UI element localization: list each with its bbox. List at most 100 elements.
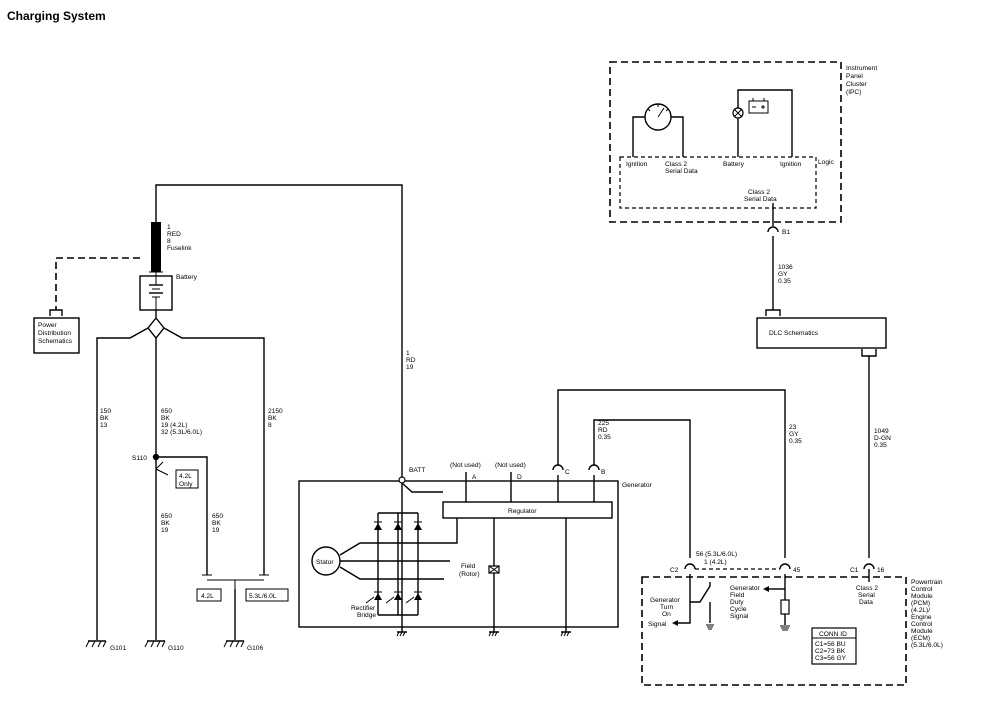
pcm-class2-3: Data <box>859 599 873 606</box>
pin-b-label: B <box>601 469 606 476</box>
option-42-box <box>196 588 222 602</box>
turn-on-label-2: Turn <box>660 604 674 611</box>
powertrain-control-module: Powertrain Control Module (PCM) (4.2L)/ … <box>641 563 943 686</box>
dlc-schematics-label: DLC Schematics <box>769 330 819 337</box>
ipc-battery-label: Battery <box>723 161 745 168</box>
pcm-connector-c2: C2 <box>670 567 679 574</box>
wire-650b-circuit: 650 <box>161 513 172 520</box>
wire-650c-color: BK <box>212 520 221 527</box>
wire-150-circuit: 150 <box>100 408 111 415</box>
ground-g106-label: G106 <box>247 645 263 652</box>
fuselink-size: 8 <box>167 238 171 245</box>
power-distribution-box <box>33 317 80 354</box>
wire-1049-color: D-GN <box>874 435 891 442</box>
wire-1049-circuit: 1049 <box>874 428 889 435</box>
batt-terminal-label: BATT <box>409 467 425 474</box>
battery-label: Battery <box>176 274 198 281</box>
generator-housing <box>298 480 619 628</box>
wire-650-size-42: 19 (4.2L) <box>161 422 187 429</box>
option-53-box <box>245 588 289 602</box>
regulator <box>442 501 613 519</box>
wire-150-size: 13 <box>100 422 108 429</box>
turn-on-label-1: Generator <box>650 597 680 604</box>
conn-id-c1: C1=56 BU <box>815 641 846 648</box>
wire-150-color: BK <box>100 415 109 422</box>
instrument-panel-cluster: Instrument Panel Cluster (IPC) Logic Ign… <box>609 61 877 236</box>
pin-d-label: D <box>517 474 522 481</box>
stator-label: Stator <box>316 559 334 566</box>
field-label-1: Field <box>461 563 476 570</box>
fuselink-color: RED <box>167 231 181 238</box>
wire-650-circuit: 650 <box>161 408 172 415</box>
wire-23-circuit: 23 <box>789 424 797 431</box>
ipc-name-1: Instrument <box>846 65 877 72</box>
pcm-class2-2: Serial <box>858 592 875 599</box>
wire-650-color: BK <box>161 415 170 422</box>
wire-1036-color: GY <box>778 271 788 278</box>
pcm-name-4: (PCM) <box>911 600 930 607</box>
conn-id-title: CONN ID <box>819 631 847 638</box>
pcm-name-5: (4.2L)/ <box>911 607 930 614</box>
ipc-connector-b1: B1 <box>782 229 790 236</box>
wire-650b-size: 19 <box>161 527 169 534</box>
splice-s110-label: S110 <box>132 455 147 462</box>
wire-1036-circuit: 1036 <box>778 264 793 271</box>
wire-650c-circuit: 650 <box>212 513 223 520</box>
generator-ground-icons <box>396 631 571 637</box>
pcm-connector-c1: C1 <box>850 567 859 574</box>
wire-23-size: 0.35 <box>789 438 802 445</box>
fuselink <box>151 222 161 272</box>
pcm-name-1: Powertrain <box>911 579 943 586</box>
wire-2150-color: BK <box>268 415 277 422</box>
option-53-label: 5.3L/6.0L <box>249 593 277 600</box>
ipc-logic-label: Logic <box>818 159 834 166</box>
fuselink-circuit: 1 <box>167 224 171 231</box>
ipc-class2-label-2: Serial Data <box>665 168 698 175</box>
ground-g101-label: G101 <box>110 645 126 652</box>
wire-56-circuit: 56 (5.3L/6.0L) <box>696 551 737 558</box>
pin-a-label: A <box>472 474 477 481</box>
ipc-ignition2-label: Ignition <box>780 161 802 168</box>
pcm-class2-1: Class 2 <box>856 585 878 592</box>
regulator-label: Regulator <box>508 508 537 515</box>
wire-main-circuit: 1 <box>406 350 410 357</box>
conn-id-c3: C3=56 GY <box>815 655 847 662</box>
ipc-name-4: (IPC) <box>846 89 861 96</box>
pcm-name-3: Module <box>911 593 933 600</box>
ipc-ignition-label: Ignition <box>626 161 648 168</box>
pcm-name: Powertrain Control Module (PCM) (4.2L)/ … <box>911 579 943 649</box>
ipc-bottom-class2-2: Serial Data <box>744 196 777 203</box>
field-duty-label-5: Signal <box>730 613 749 620</box>
pcm-pin-45: 45 <box>793 567 801 574</box>
wire-2150-circuit: 2150 <box>268 408 283 415</box>
pcm-resistor-icon <box>780 599 790 615</box>
generator: Generator BATT (Not used) (Not used) A D… <box>298 462 652 637</box>
ipc-bottom-class2-1: Class 2 <box>748 189 770 196</box>
ipc-class2-label-1: Class 2 <box>665 161 687 168</box>
only-42-label-2: Only <box>179 481 193 488</box>
pds-label-2: Distribution <box>38 330 71 337</box>
rectifier-bridge <box>365 512 422 616</box>
wire-2150-size: 8 <box>268 422 272 429</box>
rectifier-label-1: Rectifier <box>351 605 376 612</box>
page-title: Charging System <box>7 9 106 23</box>
wire-225-circuit: 225 <box>598 420 609 427</box>
ground-g101-icon <box>85 640 107 648</box>
field-duty-label-3: Duty <box>730 599 744 606</box>
not-used-a-label: (Not used) <box>450 462 481 469</box>
ground-g110-icon <box>144 640 166 648</box>
wire-main-color: RD <box>406 357 416 364</box>
battery-symbol-icon <box>748 100 769 114</box>
ground-g106-icon <box>223 640 245 648</box>
pcm-name-10: (5.3L/6.0L) <box>911 642 943 649</box>
ipc-name-3: Cluster <box>846 81 868 88</box>
wire-225-color: RD <box>598 427 608 434</box>
conn-id-c2: C2=73 BK <box>815 648 846 655</box>
pds-label-3: Schematics <box>38 338 73 345</box>
rectifier-label-2: Bridge <box>357 612 376 619</box>
ipc-name-2: Panel <box>846 73 863 80</box>
not-used-d-label: (Not used) <box>495 462 526 469</box>
pcm-name-8: Module <box>911 628 933 635</box>
pcm-name-9: (ECM) <box>911 635 930 642</box>
only-42-box <box>175 469 199 489</box>
